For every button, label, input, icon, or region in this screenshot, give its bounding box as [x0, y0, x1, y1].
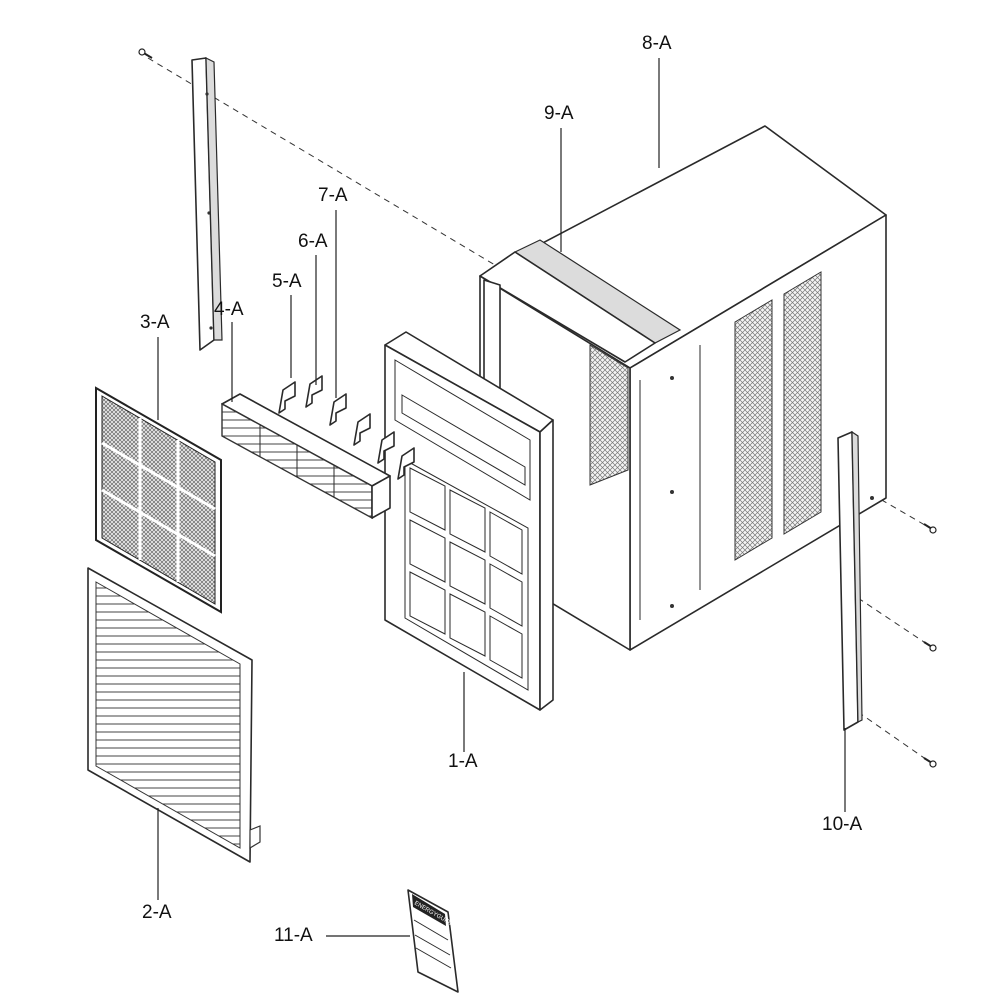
label-5a: 5-A	[272, 271, 302, 292]
label-11a: 11-A	[274, 925, 313, 946]
label-10a: 10-A	[822, 814, 863, 835]
front-frame-1a	[384, 331, 554, 711]
frame-grid	[404, 459, 529, 691]
louver-blades-5a-7a	[278, 375, 415, 480]
leader-lines	[157, 58, 846, 937]
right-side-rail-10a	[837, 430, 863, 731]
label-6a: 6-A	[298, 231, 328, 252]
label-4a: 4-A	[214, 299, 244, 320]
label-3a: 3-A	[140, 312, 170, 333]
left-side-rail	[191, 57, 223, 351]
label-1a: 1-A	[448, 751, 478, 772]
gasket-9a	[479, 239, 682, 481]
filter-3a	[95, 386, 222, 614]
label-2a: 2-A	[142, 902, 172, 923]
front-grille-2a	[87, 567, 261, 863]
label-7a: 7-A	[318, 185, 348, 206]
energy-guide-11a: ENERGYGUIDE	[407, 889, 459, 993]
screw-icons	[138, 48, 937, 768]
louver-4a	[221, 393, 391, 520]
label-9a: 9-A	[544, 103, 574, 124]
label-8a: 8-A	[642, 33, 672, 54]
